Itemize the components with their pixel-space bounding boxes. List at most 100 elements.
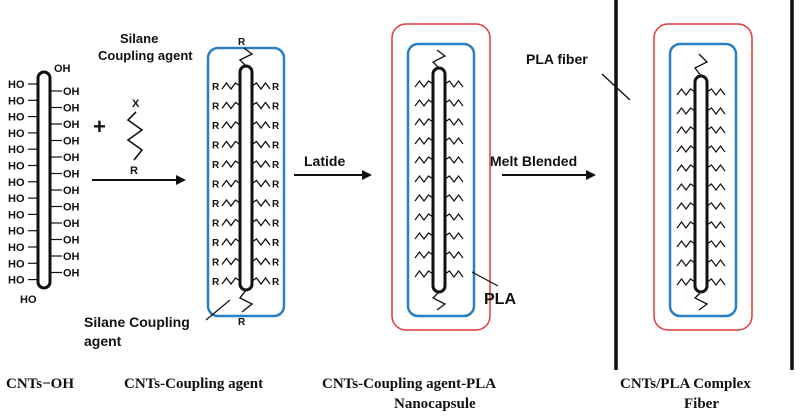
- chain: [444, 232, 464, 240]
- chain: [221, 120, 241, 130]
- melt-blended-label: Melt Blended: [490, 153, 577, 169]
- chain: [251, 159, 271, 169]
- chain: [444, 194, 464, 202]
- chain: [676, 202, 696, 210]
- top-chain: [694, 53, 709, 77]
- fiber-chains: [676, 88, 726, 286]
- chain: [221, 276, 241, 286]
- r-group-label: R: [212, 219, 220, 230]
- chain: [414, 118, 434, 126]
- chain: [221, 140, 241, 149]
- coating-layer: [206, 46, 286, 318]
- pla-label: PLA: [484, 291, 516, 308]
- r-group-label: R: [272, 180, 280, 191]
- silane-coupling-agent: Silane Coupling agent X R: [98, 31, 193, 177]
- chain: [414, 80, 434, 88]
- r-group-label: R: [212, 199, 220, 210]
- arrow-1: [92, 175, 186, 185]
- hydroxyl-label: HO: [8, 161, 25, 173]
- hydroxyl-label: OH: [63, 169, 80, 181]
- cnt-tube: [431, 66, 447, 294]
- chain: [251, 120, 271, 130]
- chain: [676, 164, 696, 172]
- r-group-label: R: [212, 141, 220, 152]
- r-group-label: R: [212, 277, 220, 288]
- hydroxyl-label: OH: [63, 185, 80, 197]
- hydroxyl-label: OH: [63, 202, 80, 214]
- pla-fiber-label: PLA fiber: [526, 51, 588, 67]
- chain: [221, 237, 241, 247]
- chain: [221, 198, 241, 208]
- chain: [676, 126, 696, 134]
- hydroxyl-label: HO: [8, 128, 25, 140]
- chain: [706, 107, 726, 115]
- chain: [706, 145, 726, 153]
- chain: [444, 80, 464, 88]
- r-group-label: R: [272, 199, 280, 210]
- silane-pointer: [205, 299, 231, 321]
- complex-fiber: [601, 0, 794, 370]
- chain: [444, 175, 464, 183]
- caption-fiber-line2: Fiber: [684, 396, 719, 412]
- chain: [706, 126, 726, 134]
- silane-x-label: X: [132, 98, 140, 110]
- hydroxyl-label: OH: [63, 136, 80, 148]
- chain: [676, 145, 696, 153]
- silane-title-line1: Silane: [120, 31, 158, 46]
- r-group-label: R: [272, 238, 280, 249]
- hydroxyl-label: HO: [8, 258, 25, 270]
- chain: [221, 179, 241, 188]
- coating-layer: [406, 42, 476, 318]
- pla-pointer: [471, 271, 499, 287]
- hydroxyl-label: HO: [8, 242, 25, 254]
- chain: [706, 240, 726, 248]
- hydroxyl-label: OH: [63, 268, 80, 280]
- r-group-label: R: [272, 121, 280, 132]
- chain: [706, 183, 726, 191]
- hydroxyl-label: OH: [63, 235, 80, 247]
- chain: [414, 270, 434, 278]
- bottom-r-label: R: [238, 317, 246, 328]
- r-group-label: R: [212, 82, 220, 93]
- r-group-label: R: [272, 219, 280, 230]
- fiber-pointer: [601, 73, 631, 101]
- r-group-label: R: [272, 160, 280, 171]
- chain: [444, 251, 464, 259]
- r-group-label: R: [212, 102, 220, 113]
- chain: [676, 183, 696, 191]
- caption-fiber-line1: CNTs/PLA Complex: [620, 376, 751, 392]
- latide-label: Latide: [304, 153, 345, 169]
- r-group-label: R: [272, 102, 280, 113]
- hydroxyl-label: HO: [8, 209, 25, 221]
- silane-pointer-line2: agent: [84, 333, 122, 349]
- hydroxyl-label: HO: [8, 79, 25, 91]
- r-group-label: R: [212, 121, 220, 132]
- hydroxyl-label: HO: [8, 177, 25, 189]
- chain: [221, 81, 241, 91]
- chain: [444, 137, 464, 145]
- chain: [444, 156, 464, 164]
- bottom-chain: [431, 291, 447, 311]
- chain: [706, 278, 726, 286]
- chain: [414, 137, 434, 145]
- plus-sign: +: [93, 114, 106, 139]
- bottom-chain: [693, 291, 709, 311]
- hydroxyl-label: OH: [63, 251, 80, 263]
- chain: [251, 198, 271, 208]
- capsule-chains: [414, 80, 464, 278]
- silane-r-label: R: [130, 165, 138, 177]
- hydroxyl-label: HO: [8, 226, 25, 238]
- chain: [251, 140, 271, 149]
- hydroxyl-label: OH: [63, 103, 80, 115]
- top-chain: [238, 47, 254, 67]
- chain: [444, 99, 464, 107]
- r-group-label: R: [272, 277, 280, 288]
- chain: [414, 251, 434, 259]
- chain: [706, 88, 726, 96]
- chain: [444, 270, 464, 278]
- hydroxyl-label: OH: [63, 119, 80, 131]
- silane-chain: [126, 111, 144, 161]
